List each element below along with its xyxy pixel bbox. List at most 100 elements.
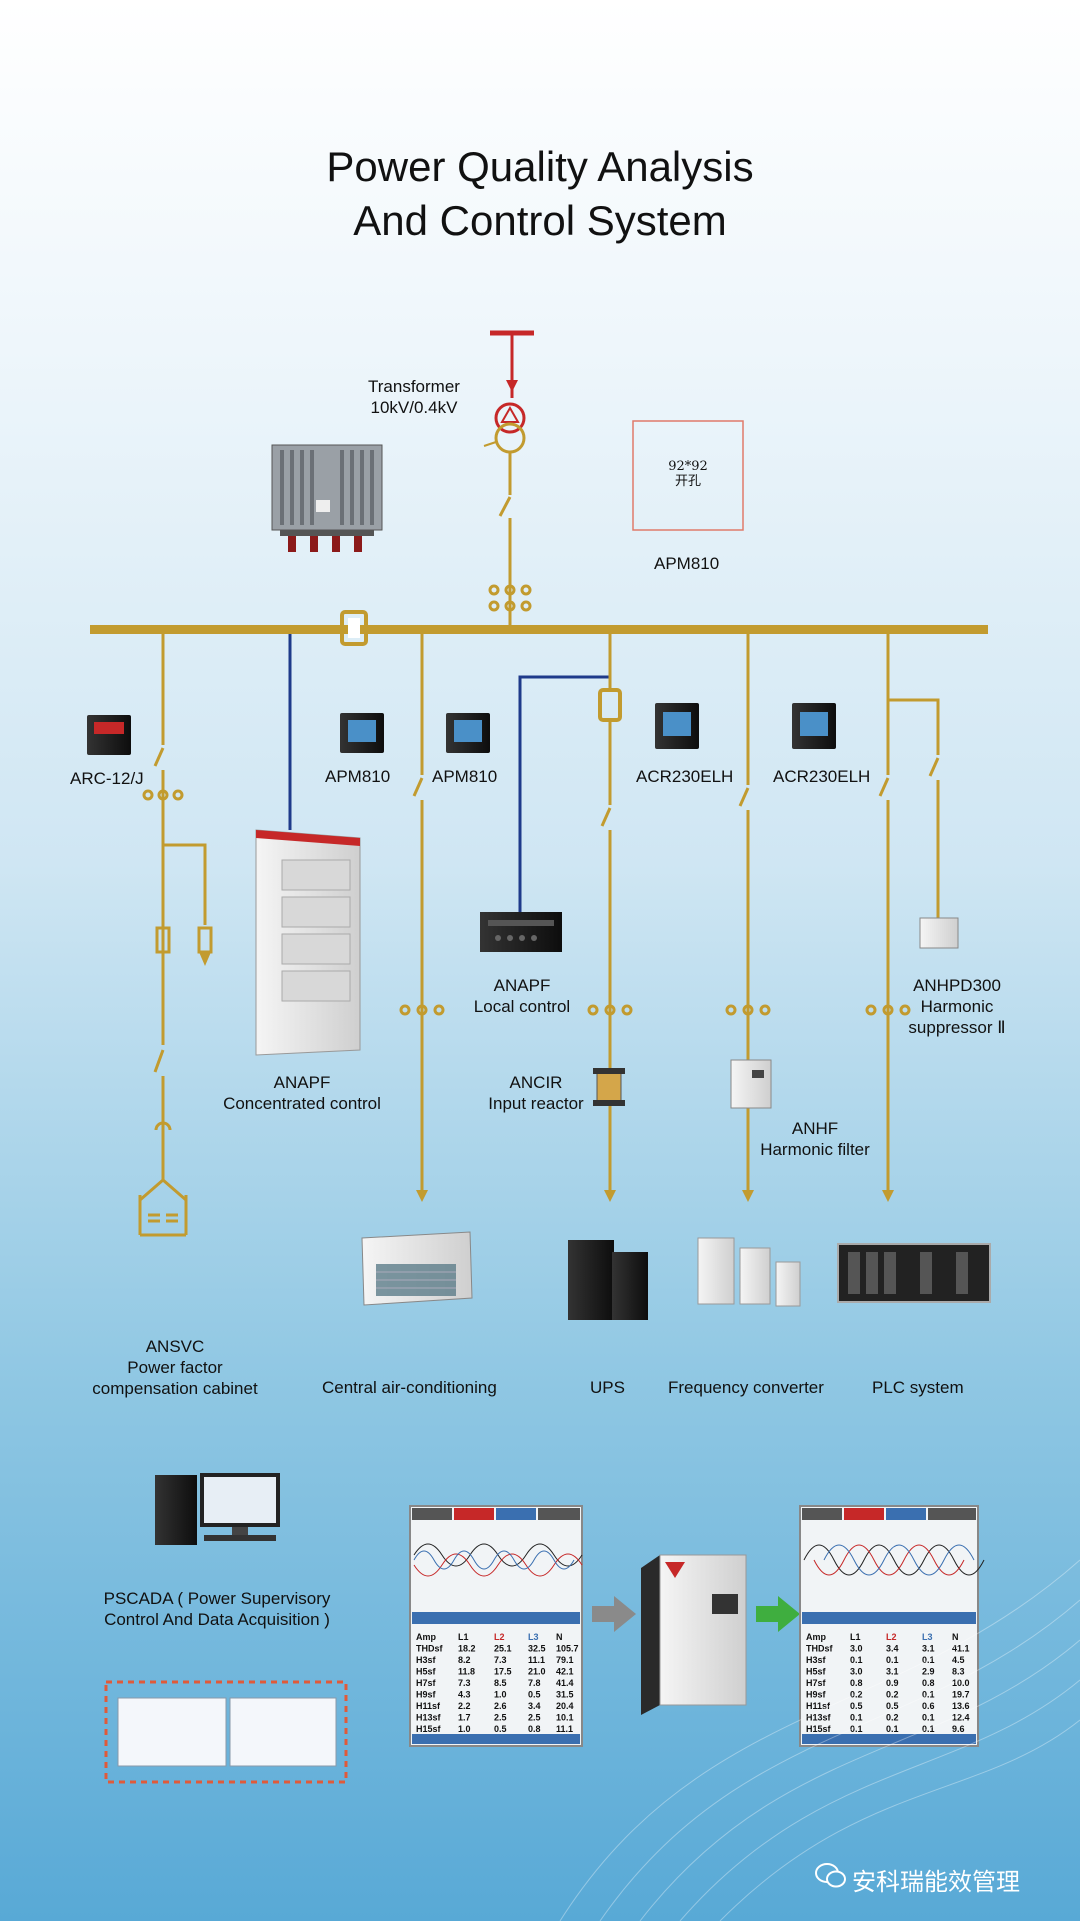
apm810-a-label: APM810 (325, 767, 391, 786)
harmonic-cell-l2: 1.0 (494, 1690, 507, 1700)
cutout-label-line-2: 开孔 (674, 474, 701, 489)
acr230-b-image (792, 703, 836, 749)
harmonic-cell-name: H9sf (806, 1690, 827, 1700)
title-line-2: And Control System (353, 197, 727, 244)
harmonic-cell-name: H15sf (806, 1724, 832, 1734)
harmonic-cell-n: 8.3 (952, 1667, 965, 1677)
harmonic-cell-l1: 8.2 (458, 1655, 471, 1665)
harmonic-cell-l3: 0.1 (922, 1690, 935, 1700)
harmonic-cell-l2: 2.5 (494, 1713, 507, 1723)
harmonic-cell-n: 9.6 (952, 1724, 965, 1734)
frequency-converter-label: Frequency converter (668, 1378, 824, 1397)
harmonic-cell-l2: 3.1 (886, 1667, 899, 1677)
harmonic-cell-l2: 25.1 (494, 1644, 512, 1654)
anapf-concentrated-label-line-1: ANAPF (273, 1073, 331, 1092)
harmonic-cell-n: 105.7 (556, 1644, 579, 1654)
cutout-label-line-1: 92*92 (668, 459, 708, 474)
harmonic-cell-l1: 0.1 (850, 1713, 863, 1723)
harmonic-cell-l1: 0.1 (850, 1655, 863, 1665)
harmonic-cell-l2: 0.2 (886, 1713, 899, 1723)
anapf-concentrated-label: ANAPF Concentrated control (202, 1072, 402, 1114)
anhpd300-label-line-2: Harmonic (920, 997, 994, 1016)
anhf-label: ANHF Harmonic filter (750, 1118, 880, 1160)
harmonic-cell-l2: 0.1 (886, 1724, 899, 1734)
harmonic-cell-l2: 3.4 (886, 1644, 899, 1654)
anapf-cabinet-image (255, 829, 361, 1056)
anhf-label-line-2: Harmonic filter (760, 1140, 870, 1159)
harmonic-cell-l3: 0.8 (528, 1724, 541, 1734)
harmonic-cell-l1: 4.3 (458, 1690, 471, 1700)
cutout-label: 92*92 开孔 (633, 459, 743, 489)
harmonic-cell-l3: L3 (528, 1632, 539, 1642)
harmonic-cell-n: 31.5 (556, 1690, 574, 1700)
harmonic-cell-l1: 11.8 (458, 1667, 475, 1677)
apm810-a-image (340, 713, 384, 753)
transformer-label: Transformer 10kV/0.4kV (368, 376, 460, 418)
acr230-a-label: ACR230ELH (636, 767, 734, 786)
harmonic-cell-name: H11sf (806, 1701, 831, 1711)
frequency-converter-image (697, 1237, 801, 1307)
harmonic-cell-l3: 3.4 (528, 1701, 541, 1711)
harmonic-cell-l1: 7.3 (458, 1678, 471, 1688)
aircon-image (361, 1231, 473, 1306)
harmonic-cell-l3: L3 (922, 1632, 933, 1642)
pscada-screen-2 (229, 1697, 337, 1767)
harmonic-cell-name: H13sf (806, 1713, 832, 1723)
ups-label: UPS (590, 1378, 625, 1397)
anapf-local-label: ANAPF Local control (462, 975, 582, 1017)
harmonic-cell-l3: 32.5 (528, 1644, 546, 1654)
feeder-aircon (399, 634, 445, 1190)
ansvc-label-line-2: Power factor (127, 1358, 223, 1377)
plc-label: PLC system (872, 1378, 964, 1397)
harmonic-cell-l1: 3.0 (850, 1667, 863, 1677)
harmonic-cell-l1: 0.2 (850, 1690, 863, 1700)
bus-ct (340, 610, 368, 646)
feeder-plc (865, 634, 940, 1190)
ancir-label: ANCIR Input reactor (476, 1072, 596, 1114)
incoming-line (490, 330, 534, 398)
harmonic-cell-n: 19.7 (952, 1690, 970, 1700)
harmonic-cell-l2: L2 (494, 1632, 505, 1642)
harmonic-cell-l3: 21.0 (528, 1667, 546, 1677)
feeder-ups (587, 634, 633, 1190)
anhpd300-label-line-3: suppressor Ⅱ (908, 1018, 1006, 1037)
acr230-a-image (655, 703, 699, 749)
harmonic-cell-l1: 3.0 (850, 1644, 863, 1654)
pscada-label-line-2: Control And Data Acquisition ) (104, 1610, 330, 1629)
harmonic-cell-n: N (952, 1632, 959, 1642)
anapf-local-label-line-2: Local control (473, 997, 571, 1016)
arc12j-label: ARC-12/J (70, 769, 144, 788)
harmonic-cell-l1: 0.1 (850, 1724, 863, 1734)
harmonic-cell-l3: 11.1 (528, 1655, 545, 1665)
plc-image (837, 1243, 991, 1303)
harmonic-cell-l3: 0.1 (922, 1713, 935, 1723)
anapf-local-image (480, 912, 562, 952)
transformer-image (271, 444, 383, 552)
anhf-label-line-1: ANHF (791, 1119, 839, 1138)
harmonic-cell-l1: L1 (850, 1632, 861, 1642)
harmonic-cell-l3: 2.9 (922, 1667, 935, 1677)
harmonic-cell-l2: 7.3 (494, 1655, 507, 1665)
arrow-grey (592, 1596, 636, 1632)
harmonic-cell-l2: 0.9 (886, 1678, 899, 1688)
anhpd300-label: ANHPD300 Harmonic suppressor Ⅱ (892, 975, 1022, 1038)
harmonic-cell-name: H3sf (806, 1655, 827, 1665)
harmonic-cell-n: 20.4 (556, 1701, 574, 1711)
aircon-label: Central air-conditioning (322, 1378, 497, 1397)
harmonic-cell-l2: 0.1 (886, 1655, 899, 1665)
harmonic-cell-name: THDsf (806, 1644, 834, 1654)
harmonic-cell-l1: 2.2 (458, 1701, 471, 1711)
harmonic-cell-l2: 0.2 (886, 1690, 899, 1700)
harmonic-cell-l1: L1 (458, 1632, 469, 1642)
harmonic-cell-l2: 17.5 (494, 1667, 512, 1677)
ancir-reactor-image (593, 1068, 625, 1106)
ansvc-label-line-3: compensation cabinet (92, 1379, 258, 1398)
title-line-1: Power Quality Analysis (326, 143, 754, 190)
harmonic-cell-name: H15sf (416, 1724, 442, 1734)
harmonic-cell-n: 11.1 (556, 1724, 573, 1734)
harmonic-cell-l2: 0.5 (494, 1724, 507, 1734)
meter-screen-before (409, 1505, 583, 1747)
transformer-feeder (488, 452, 532, 628)
